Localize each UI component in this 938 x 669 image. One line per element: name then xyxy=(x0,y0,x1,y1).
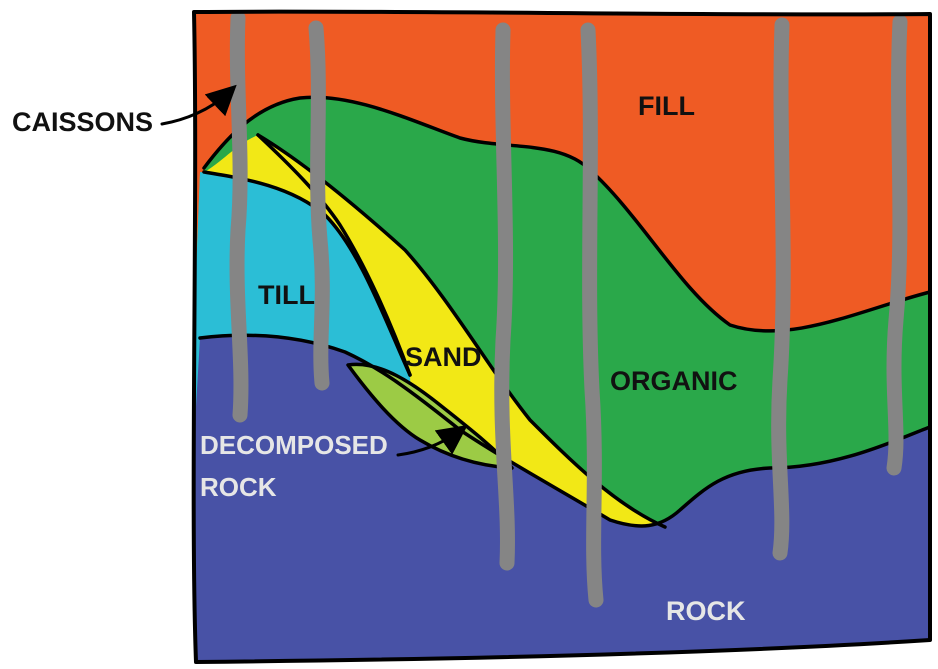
fill-label: FILL xyxy=(638,91,695,121)
organic-label: ORGANIC xyxy=(610,366,738,396)
caisson xyxy=(588,30,596,600)
sand-label: SAND xyxy=(405,342,482,372)
rock-label: ROCK xyxy=(666,596,746,626)
caisson xyxy=(237,18,241,415)
decomposed-rock-label-line2: ROCK xyxy=(200,472,277,502)
caisson xyxy=(894,22,900,468)
caisson xyxy=(316,28,322,383)
caissons-label: CAISSONS xyxy=(12,107,153,137)
till-label: TILL xyxy=(258,280,315,310)
caisson xyxy=(502,30,508,563)
decomposed-rock-label-line1: DECOMPOSED xyxy=(200,430,388,460)
caisson xyxy=(779,25,784,553)
